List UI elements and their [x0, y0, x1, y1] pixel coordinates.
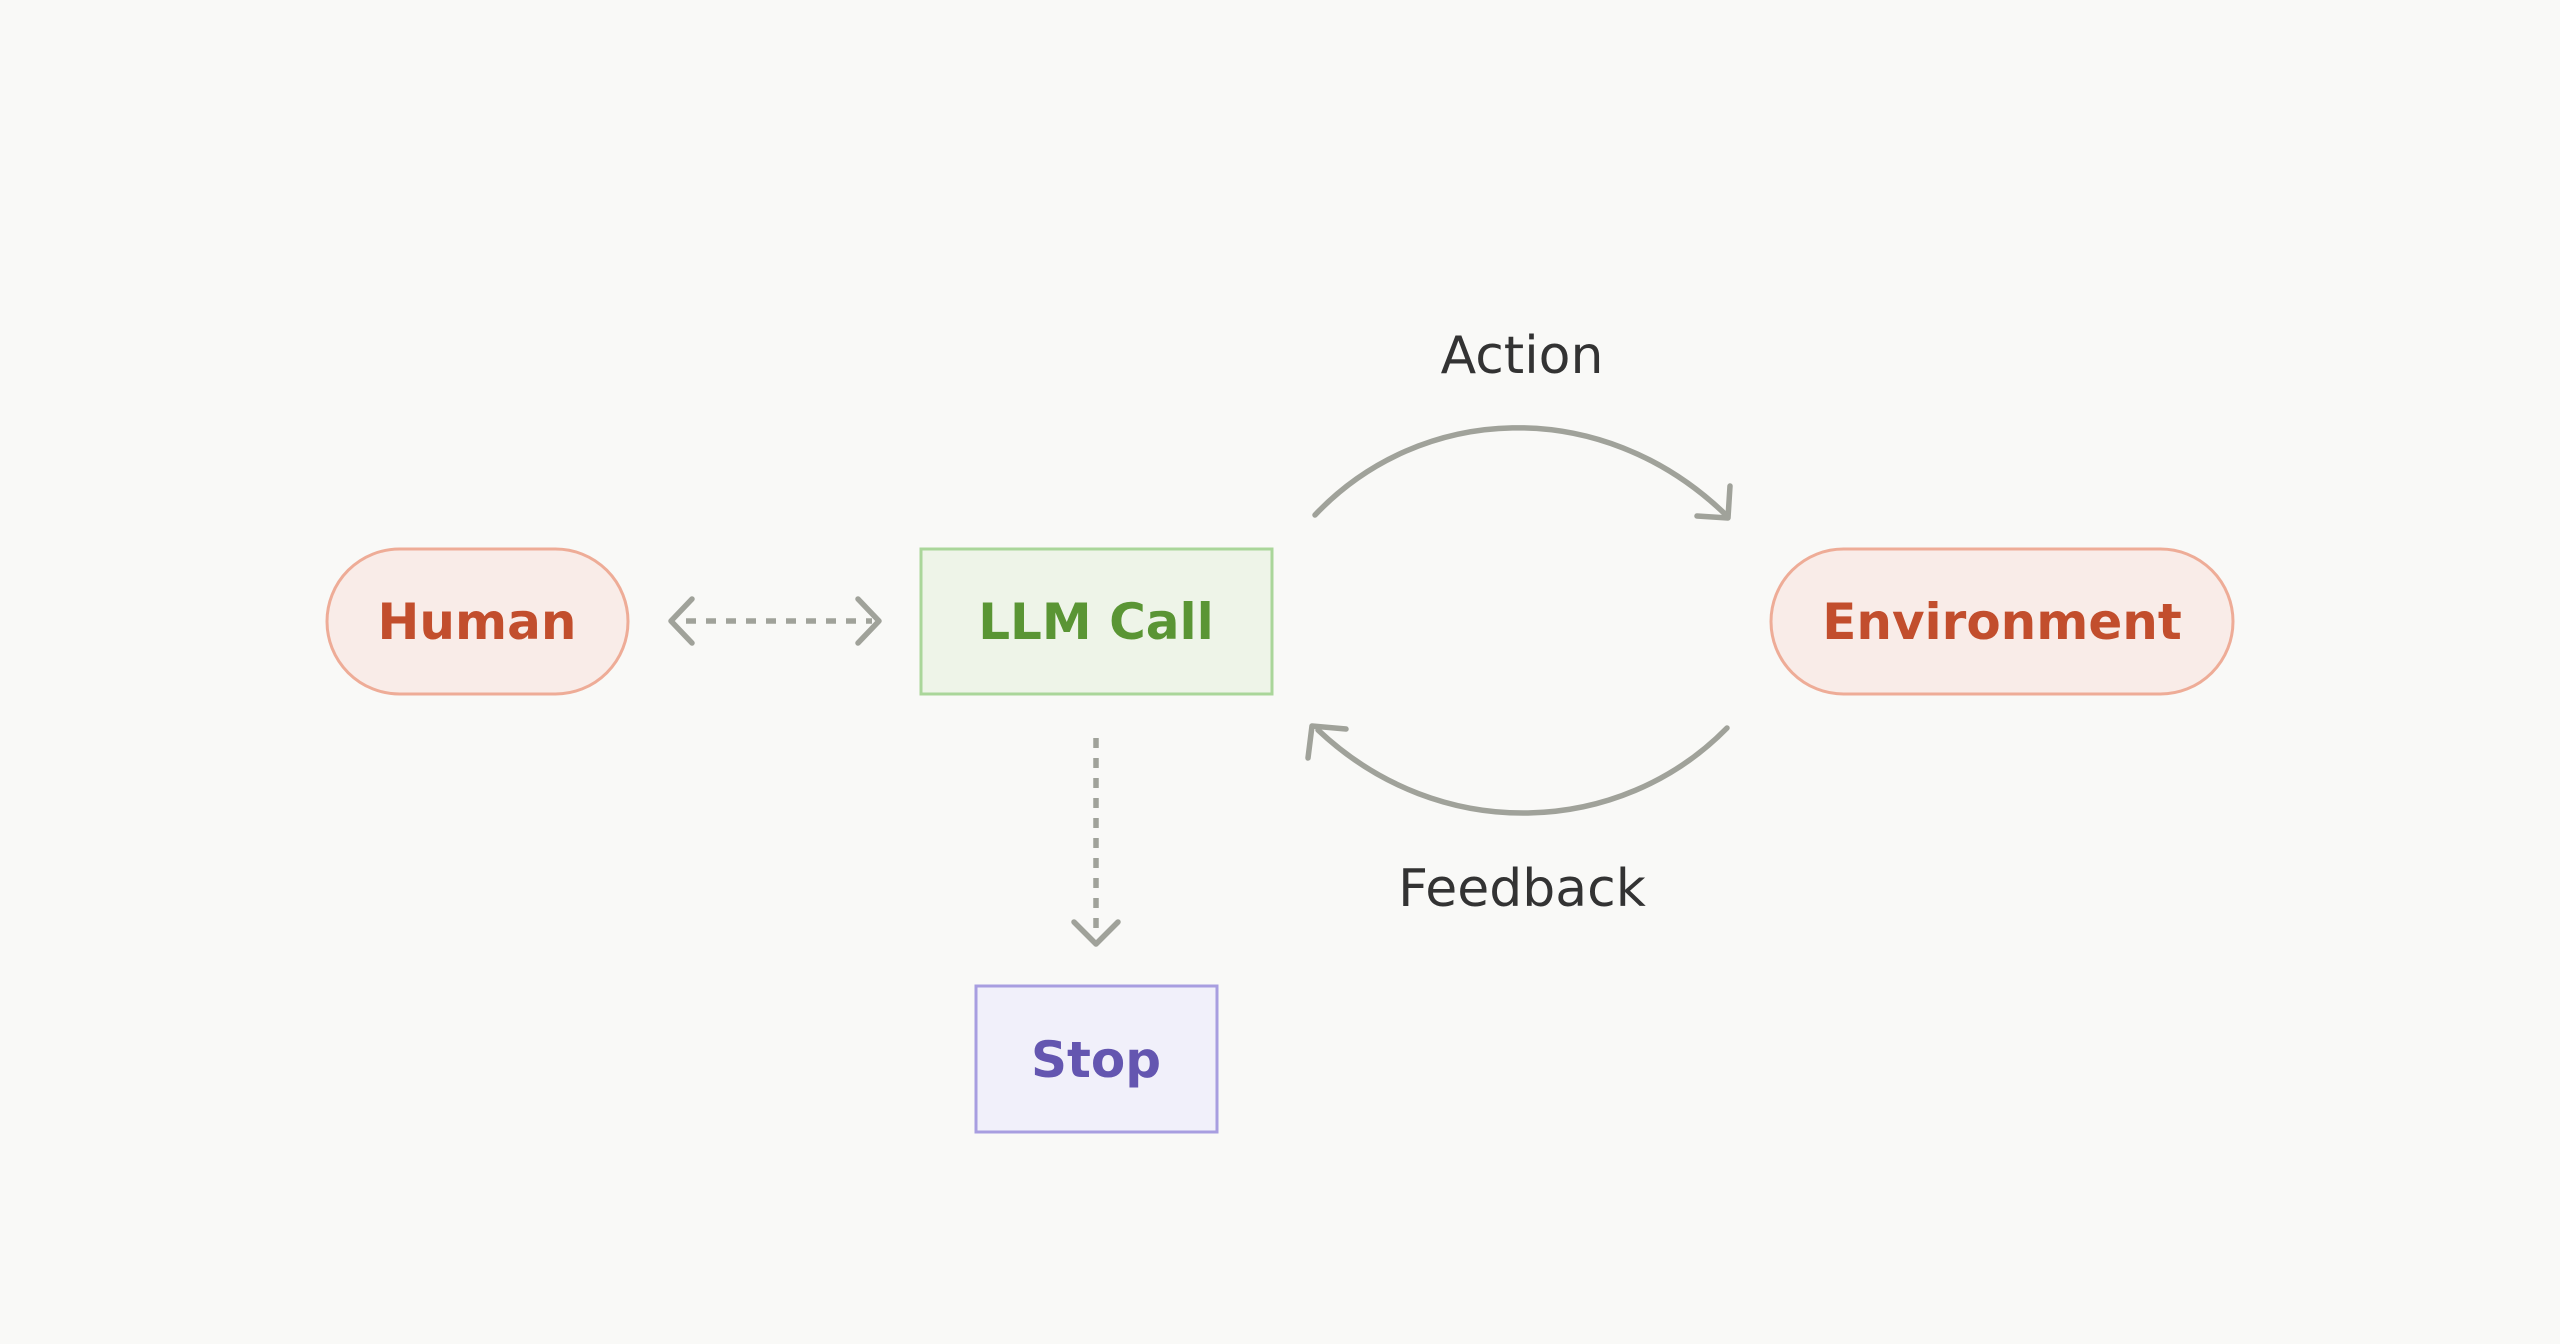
action-arc	[1312, 425, 1728, 518]
action-edge: Action	[1312, 326, 1733, 521]
environment-node-label: Environment	[1822, 593, 2182, 651]
human-node-shape	[325, 547, 630, 696]
environment-node-shape	[1769, 547, 2235, 696]
stop-node-label: Stop	[1031, 1031, 1161, 1089]
llm-call-node-shape	[919, 547, 1274, 696]
feedback-edge: Feedback	[1305, 723, 1730, 919]
llm-call-node: LLM Call	[919, 547, 1274, 696]
human-llm-connector	[668, 596, 882, 646]
arrow-right-icon	[855, 596, 882, 646]
arrow-down-icon	[1071, 919, 1121, 947]
llm-stop-connector	[1071, 738, 1121, 947]
human-node-label: Human	[378, 593, 577, 651]
human-node: Human	[325, 547, 630, 696]
arrow-left-icon	[668, 596, 695, 646]
action-arrow-icon	[1694, 483, 1733, 521]
action-label: Action	[1441, 326, 1604, 386]
stop-node: Stop	[974, 984, 1219, 1134]
feedback-arc	[1315, 725, 1730, 816]
stop-node-shape	[974, 984, 1219, 1134]
feedback-label: Feedback	[1398, 859, 1646, 919]
feedback-arrow-icon	[1305, 723, 1349, 761]
llm-call-node-label: LLM Call	[978, 593, 1214, 651]
environment-node: Environment	[1769, 547, 2235, 696]
